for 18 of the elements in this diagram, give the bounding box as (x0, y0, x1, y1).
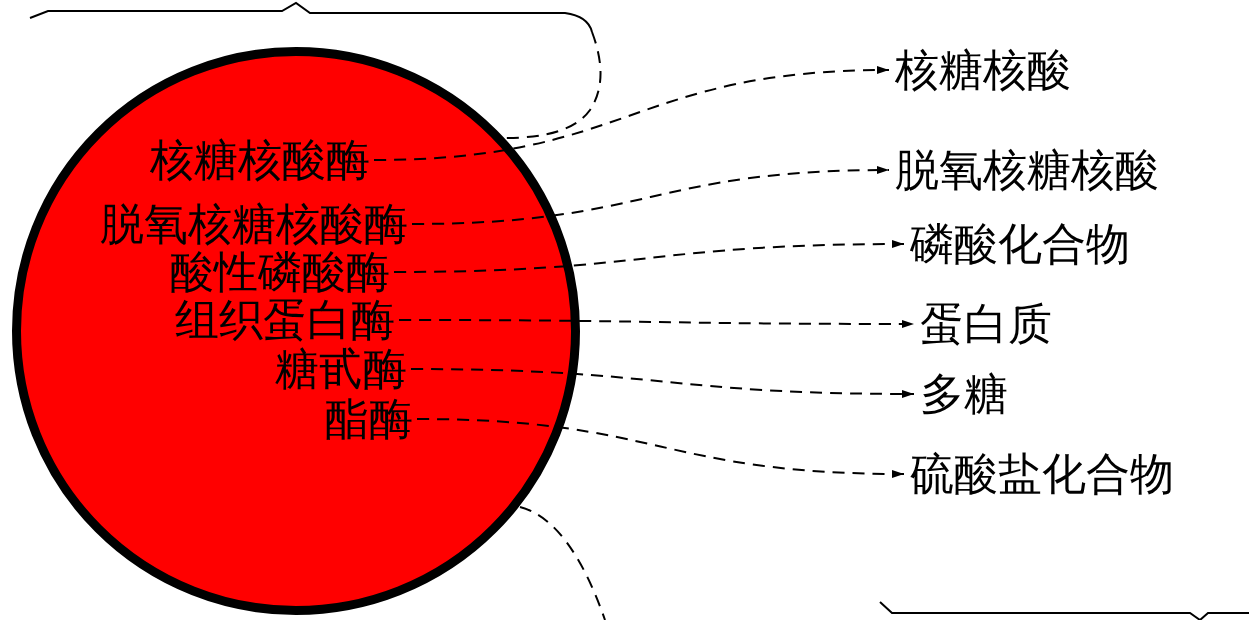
substrate-label: 多糖 (920, 372, 1008, 416)
arrow (398, 319, 915, 328)
substrate-label: 磷酸化合物 (910, 222, 1130, 266)
substrate-label: 脱氧核糖核酸 (895, 148, 1159, 192)
substrate-label: 核糖核酸 (895, 48, 1071, 92)
arrow (393, 240, 905, 273)
substrate-label: 硫酸盐化合物 (910, 452, 1174, 496)
enzyme-label: 酯酶 (325, 397, 413, 441)
enzyme-label: 糖甙酶 (275, 347, 407, 391)
enzyme-label: 核糖核酸酶 (150, 138, 370, 182)
arrow (411, 166, 890, 225)
arrow (373, 66, 890, 161)
enzyme-label: 组织蛋白酶 (175, 298, 395, 342)
enzyme-label: 脱氧核糖核酸酶 (100, 202, 408, 246)
enzyme-label: 酸性磷酸酶 (170, 250, 390, 294)
arrow (416, 418, 905, 478)
arrow (410, 368, 915, 398)
substrate-label: 蛋白质 (920, 302, 1052, 346)
